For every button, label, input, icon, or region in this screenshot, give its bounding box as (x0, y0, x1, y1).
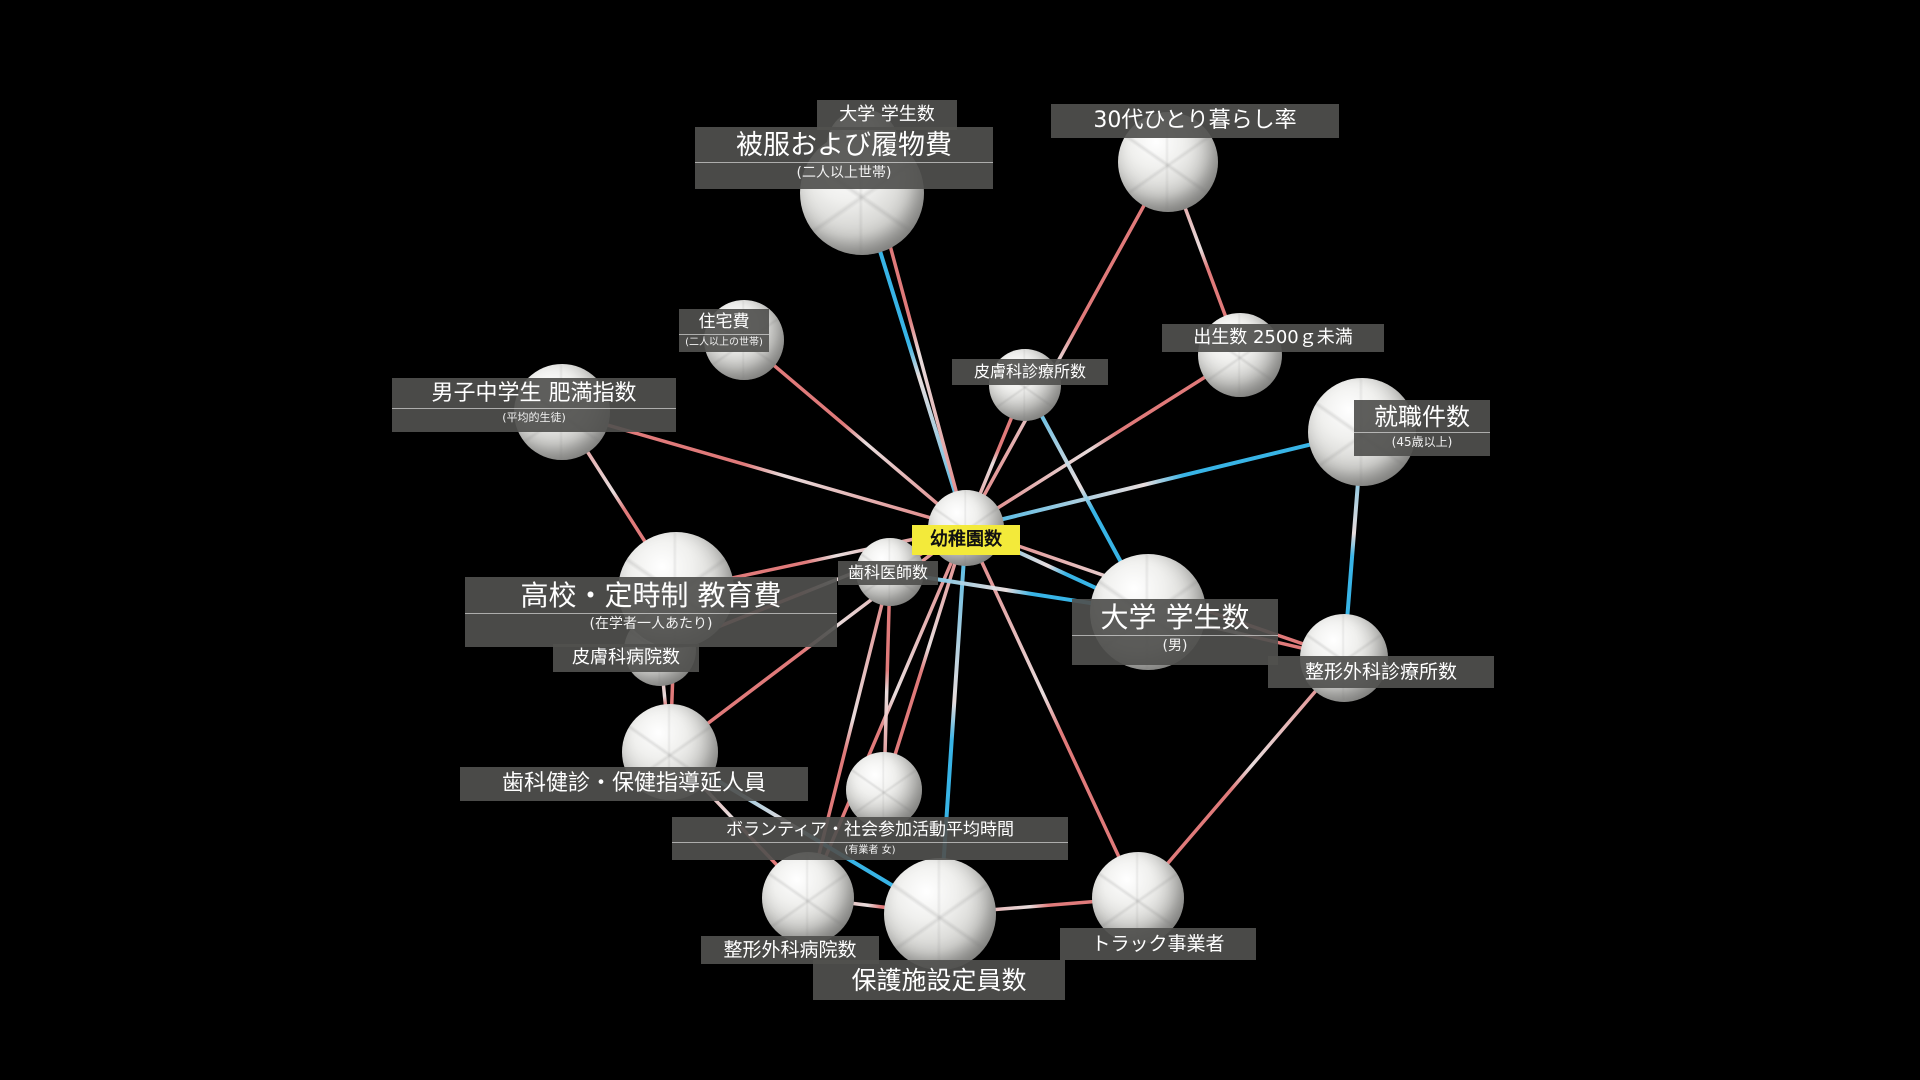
node-label-truck[interactable]: トラック事業者 (1060, 928, 1256, 960)
node-title: トラック事業者 (1091, 932, 1225, 955)
node-title: 大学 学生数 (839, 104, 935, 125)
node-subtitle: (45歳以上) (1354, 432, 1490, 448)
node-title: ボランティア・社会参加活動平均時間 (726, 820, 1014, 840)
sphere-facets (884, 858, 996, 970)
node-label-jobs[interactable]: 就職件数(45歳以上) (1354, 400, 1490, 456)
node-subtitle: (有業者 女) (672, 842, 1068, 856)
node-title: 出生数 2500ｇ未満 (1193, 327, 1353, 348)
node-title: 就職件数 (1374, 403, 1470, 431)
node-label-obesity[interactable]: 男子中学生 肥満指数 (平均的生徒) (392, 378, 676, 432)
node-title: 住宅費 (698, 312, 750, 332)
edge-kindergarten-housing (742, 338, 968, 530)
node-subtitle: (二人以上の世帯) (679, 334, 769, 348)
node-label-living_alone_30s[interactable]: 30代ひとり暮らし率 (1051, 104, 1339, 138)
node-label-kindergarten[interactable]: 幼稚園数 (912, 525, 1020, 555)
node-label-housing[interactable]: 住宅費 (二人以上の世帯) (679, 309, 769, 352)
node-title: 男子中学生 肥満指数 (431, 381, 637, 406)
sphere-facets (762, 852, 854, 944)
node-title: 皮膚科病院数 (572, 647, 680, 668)
sphere-facets (846, 752, 922, 828)
node-title: 歯科医師数 (847, 563, 928, 582)
node-label-ortho_clinics[interactable]: 整形外科診療所数 (1268, 656, 1494, 688)
node-label-hs_edu_cost[interactable]: 高校・定時制 教育費(在学者一人あたり) (465, 577, 837, 647)
node-sphere-volunteer[interactable] (846, 752, 922, 828)
node-subtitle: (平均的生徒) (392, 408, 676, 423)
node-label-dentists[interactable]: 歯科医師数 (838, 561, 938, 585)
node-label-clothing[interactable]: 被服および履物費(二人以上世帯) (695, 127, 993, 189)
node-label-derm_hospitals[interactable]: 皮膚科病院数 (553, 644, 699, 672)
node-title: 整形外科診療所数 (1304, 660, 1457, 683)
node-title: 歯科健診・保健指導延人員 (501, 771, 766, 796)
node-label-protection_capacity[interactable]: 保護施設定員数 (813, 960, 1065, 1000)
edge-ortho_clinics-truck (1136, 656, 1346, 900)
edge-kindergarten-living_alone_30s (964, 160, 1170, 530)
node-title: 整形外科病院数 (723, 938, 857, 961)
node-title: 幼稚園数 (930, 529, 1002, 550)
node-title: 大学 学生数 (1100, 601, 1250, 634)
node-label-volunteer[interactable]: ボランティア・社会参加活動平均時間 (有業者 女) (672, 817, 1068, 860)
node-label-low_birth_weight[interactable]: 出生数 2500ｇ未満 (1162, 324, 1384, 352)
node-title: 皮膚科診療所数 (973, 362, 1086, 381)
node-label-univ_students_top[interactable]: 大学 学生数 (817, 100, 957, 130)
node-subtitle: (二人以上世帯) (695, 162, 993, 180)
node-title: 保護施設定員数 (851, 965, 1027, 995)
node-subtitle: (男) (1072, 635, 1278, 653)
node-sphere-ortho_hospitals[interactable] (762, 852, 854, 944)
node-sphere-protection_capacity[interactable] (884, 858, 996, 970)
node-title: 高校・定時制 教育費 (520, 579, 782, 612)
node-label-ortho_hospitals[interactable]: 整形外科病院数 (701, 936, 879, 964)
node-label-univ_students_male[interactable]: 大学 学生数(男) (1072, 599, 1278, 665)
edge-kindergarten-jobs (964, 430, 1364, 530)
edge-kindergarten-volunteer (882, 526, 968, 792)
edge-kindergarten-low_birth_weight (964, 353, 1242, 530)
node-subtitle: (在学者一人あたり) (465, 613, 837, 631)
node-title: 被服および履物費 (736, 130, 952, 161)
node-title: 30代ひとり暮らし率 (1093, 108, 1297, 133)
node-label-derm_clinics[interactable]: 皮膚科診療所数 (952, 359, 1108, 385)
node-label-dental_guidance[interactable]: 歯科健診・保健指導延人員 (460, 767, 808, 801)
